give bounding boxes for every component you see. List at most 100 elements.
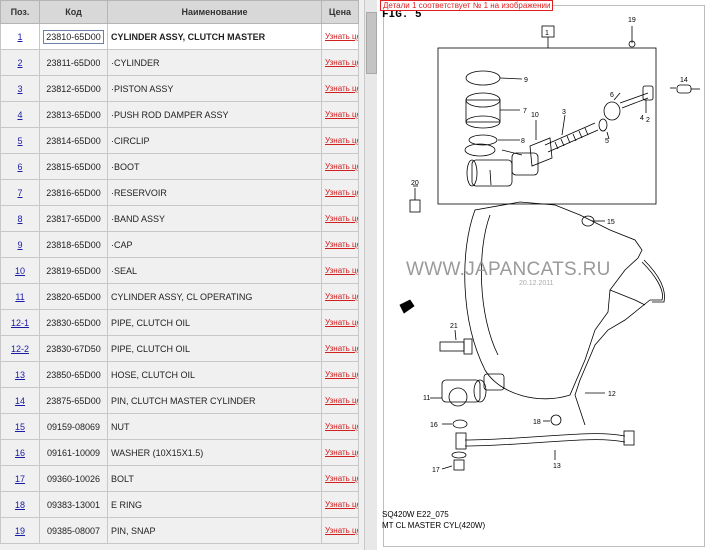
price-link[interactable]: Узнать цену	[325, 291, 358, 301]
callout-8[interactable]: 8	[521, 138, 525, 145]
callout-17[interactable]: 17	[432, 467, 440, 474]
price-link[interactable]: Узнать цену	[325, 83, 358, 93]
callout-18[interactable]: 18	[533, 419, 541, 426]
position-link[interactable]: 10	[14, 265, 25, 276]
code-text: 23817-65D00	[46, 213, 101, 224]
row-price: Узнать цену	[321, 179, 359, 206]
position-link[interactable]: 15	[14, 421, 25, 432]
row-name: NUT	[107, 413, 322, 440]
callout-16[interactable]: 16	[430, 422, 438, 429]
position-link[interactable]: 11	[15, 291, 25, 302]
row-code: 23817-65D00	[39, 205, 108, 232]
row-code: 09360-10026	[39, 465, 108, 492]
code-text: 23819-65D00	[46, 265, 101, 276]
callout-3[interactable]: 3	[562, 109, 566, 116]
price-link[interactable]: Узнать цену	[325, 447, 358, 457]
callout-19[interactable]: 19	[628, 17, 636, 24]
price-link[interactable]: Узнать цену	[325, 135, 358, 145]
position-link[interactable]: 4	[17, 109, 23, 120]
row-position: 10	[0, 257, 40, 284]
price-link[interactable]: Узнать цену	[325, 31, 358, 41]
position-link[interactable]: 5	[17, 135, 23, 146]
price-link[interactable]: Узнать цену	[325, 187, 358, 197]
callout-20[interactable]: 20	[411, 180, 419, 187]
callout-10[interactable]: 10	[531, 112, 539, 119]
price-link[interactable]: Узнать цену	[325, 213, 358, 223]
callout-21[interactable]: 21	[450, 323, 458, 330]
callout-7[interactable]: 7	[523, 108, 527, 115]
callout-1[interactable]: 1	[545, 30, 549, 37]
callout-9[interactable]: 9	[524, 77, 528, 84]
position-link[interactable]: 1	[17, 31, 23, 42]
price-link[interactable]: Узнать цену	[325, 317, 358, 327]
row-position: 9	[0, 231, 40, 258]
callout-15[interactable]: 15	[607, 219, 615, 226]
code-text: 23815-65D00	[46, 161, 101, 172]
row-position: 17	[0, 465, 40, 492]
price-link[interactable]: Узнать цену	[325, 265, 358, 275]
row-name: ·PUSH ROD DAMPER ASSY	[107, 101, 322, 128]
callout-6[interactable]: 6	[610, 92, 614, 99]
price-link[interactable]: Узнать цену	[325, 239, 358, 249]
callout-4[interactable]: 4	[640, 115, 644, 122]
price-link[interactable]: Узнать цену	[325, 525, 358, 535]
position-link[interactable]: 9	[17, 239, 23, 250]
price-link[interactable]: Узнать цену	[325, 109, 358, 119]
position-link[interactable]: 12-2	[10, 343, 29, 354]
row-name: ·CYLINDER	[107, 49, 322, 76]
position-link[interactable]: 6	[17, 161, 23, 172]
scrollbar-thumb[interactable]	[366, 12, 377, 74]
row-price: Узнать цену	[321, 335, 359, 362]
price-link[interactable]: Узнать цену	[325, 421, 358, 431]
price-link[interactable]: Узнать цену	[325, 499, 358, 509]
position-link[interactable]: 13	[14, 369, 25, 380]
callout-13[interactable]: 13	[553, 463, 561, 470]
code-input[interactable]: 23810-65D00	[43, 29, 104, 44]
position-link[interactable]: 17	[14, 473, 25, 484]
price-link[interactable]: Узнать цену	[325, 395, 358, 405]
row-name: PIPE, CLUTCH OIL	[107, 309, 322, 336]
position-link[interactable]: 18	[14, 499, 25, 510]
price-link[interactable]: Узнать цену	[325, 343, 358, 353]
column-header-pos: Поз.	[0, 0, 40, 24]
price-link[interactable]: Узнать цену	[325, 473, 358, 483]
price-link[interactable]: Узнать цену	[325, 57, 358, 67]
position-link[interactable]: 12-1	[10, 317, 29, 328]
position-link[interactable]: 2	[17, 57, 23, 68]
callout-5[interactable]: 5	[605, 138, 609, 145]
position-link[interactable]: 19	[14, 525, 25, 536]
row-price: Узнать цену	[321, 23, 359, 50]
position-link[interactable]: 3	[17, 83, 23, 94]
price-link[interactable]: Узнать цену	[325, 369, 358, 379]
callout-14[interactable]: 14	[680, 77, 688, 84]
callout-12[interactable]: 12	[608, 391, 616, 398]
position-link[interactable]: 14	[14, 395, 25, 406]
table-scrollbar[interactable]	[364, 0, 377, 550]
callout-11[interactable]: 11	[423, 395, 430, 402]
position-link[interactable]: 16	[14, 447, 25, 458]
position-link[interactable]: 7	[17, 187, 23, 198]
callout-2[interactable]: 2	[646, 117, 650, 124]
position-link[interactable]: 8	[17, 213, 23, 224]
price-link[interactable]: Узнать цену	[325, 161, 358, 171]
